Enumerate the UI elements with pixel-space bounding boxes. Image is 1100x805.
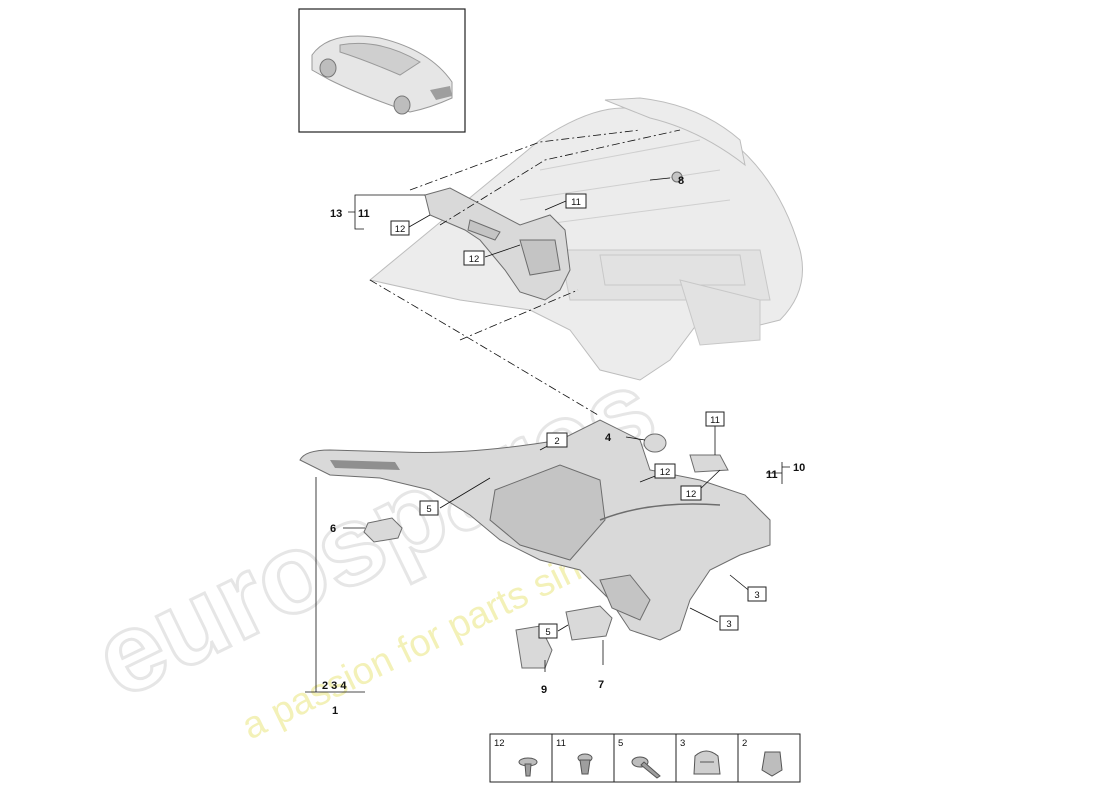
callout-8: 8 [678,175,684,187]
part-6-shape [363,517,403,543]
u-nut-clip-icon [761,751,783,777]
screw-pan-head-icon [631,756,661,779]
side-trim-panel [299,419,771,641]
legend-2-number: 2 [742,738,747,749]
part-4-shape [643,433,667,453]
callout-11-a: 11 [571,197,581,208]
callout-11-group-right: 11 [766,469,778,481]
spring-clip-icon [693,750,721,775]
callout-3-a: 3 [754,590,759,601]
legend-12-number: 12 [494,738,505,749]
reference-lines [369,129,681,416]
part-10-shape [689,454,729,473]
callout-12-a: 12 [395,224,406,235]
callout-11-group: 11 [358,208,370,220]
callout-3-b: 3 [726,619,731,630]
car-thumbnail [298,8,466,133]
callout-2-3-4: 2 3 4 [322,680,347,692]
callout-11-b: 11 [710,415,720,426]
legend-11-number: 11 [556,738,566,749]
callout-7: 7 [598,679,604,691]
callout-1: 1 [332,705,338,717]
fastener-legend: 12 11 5 3 2 [489,733,801,783]
callout-6: 6 [330,523,336,535]
upper-bracket-part [424,187,571,301]
screw-flat-head-icon [518,757,538,777]
callout-10: 10 [793,462,805,474]
plastic-rivet-icon [577,753,593,775]
part-8-shape [671,171,683,183]
callout-5-a: 5 [426,504,431,515]
vehicle-body-ghost [368,97,803,381]
legend-5-number: 5 [618,738,623,749]
callout-12-c: 12 [660,467,671,478]
callout-4: 4 [605,432,612,444]
part-7-shape [565,605,613,641]
callout-12-b: 12 [469,254,480,265]
callouts: 13 11 12 12 11 8 2 4 11 12 12 11 10 5 6 … [322,175,805,717]
callout-5-b: 5 [545,627,550,638]
legend-3-number: 3 [680,738,685,749]
callout-12-d: 12 [686,489,697,500]
callout-2-box: 2 [554,436,559,447]
callout-13: 13 [330,208,342,220]
callout-9: 9 [541,684,547,696]
